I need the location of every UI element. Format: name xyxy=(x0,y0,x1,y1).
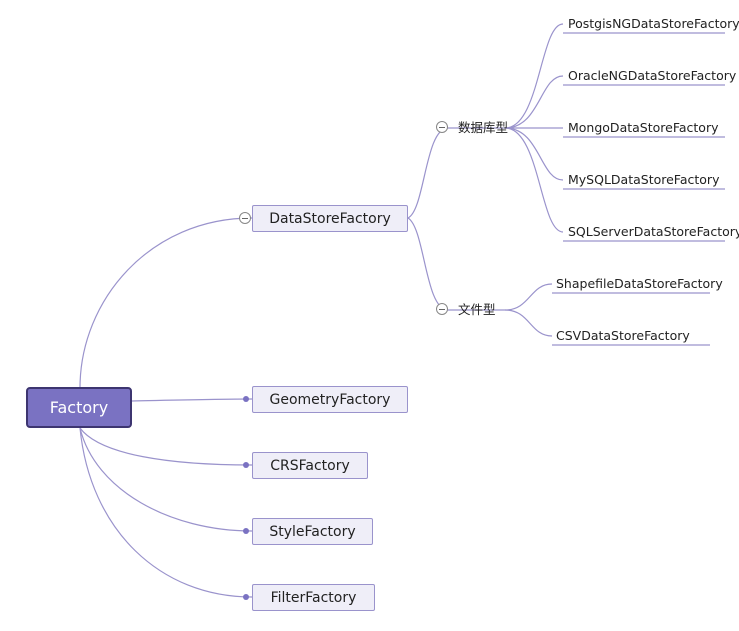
expand-dot-icon[interactable] xyxy=(243,594,249,600)
node-filter-factory[interactable]: FilterFactory xyxy=(252,584,375,611)
leaf-mysql[interactable]: MySQLDataStoreFactory xyxy=(568,172,720,187)
root-node[interactable]: Factory xyxy=(26,387,132,428)
edge-datastore-file xyxy=(407,217,449,311)
edge-db-4 xyxy=(504,127,564,181)
leaf-postgis[interactable]: PostgisNGDataStoreFactory xyxy=(568,16,739,31)
expand-dot-icon[interactable] xyxy=(243,462,249,468)
node-crs-factory[interactable]: CRSFactory xyxy=(252,452,368,479)
expand-dot-icon[interactable] xyxy=(243,396,249,402)
node-datastore-factory[interactable]: DataStoreFactory xyxy=(252,205,408,232)
collapse-icon[interactable] xyxy=(436,303,448,315)
edge-datastore-database xyxy=(407,127,449,219)
leaf-csv[interactable]: CSVDataStoreFactory xyxy=(556,328,690,343)
edge-file-1 xyxy=(504,283,553,311)
leaf-mongo[interactable]: MongoDataStoreFactory xyxy=(568,120,719,135)
group-file-type[interactable]: 文件型 xyxy=(458,302,496,317)
collapse-icon[interactable] xyxy=(436,121,448,133)
expand-dot-icon[interactable] xyxy=(243,528,249,534)
leaf-shapefile[interactable]: ShapefileDataStoreFactory xyxy=(556,276,723,291)
collapse-icon[interactable] xyxy=(239,212,251,224)
edge-root-style xyxy=(79,427,253,532)
leaf-sqlserver[interactable]: SQLServerDataStoreFactory xyxy=(568,224,739,239)
edge-db-1 xyxy=(504,23,564,129)
edge-root-filter xyxy=(79,427,253,598)
edge-root-datastore xyxy=(79,217,253,389)
edge-root-crs xyxy=(79,427,253,466)
edge-db-5 xyxy=(504,127,564,233)
group-database-type[interactable]: 数据库型 xyxy=(458,120,509,135)
leaf-oracle[interactable]: OracleNGDataStoreFactory xyxy=(568,68,737,83)
edge-db-2 xyxy=(504,75,564,129)
edge-root-geometry xyxy=(131,398,253,402)
node-geometry-factory[interactable]: GeometryFactory xyxy=(252,386,408,413)
node-style-factory[interactable]: StyleFactory xyxy=(252,518,373,545)
edge-file-2 xyxy=(504,309,553,337)
